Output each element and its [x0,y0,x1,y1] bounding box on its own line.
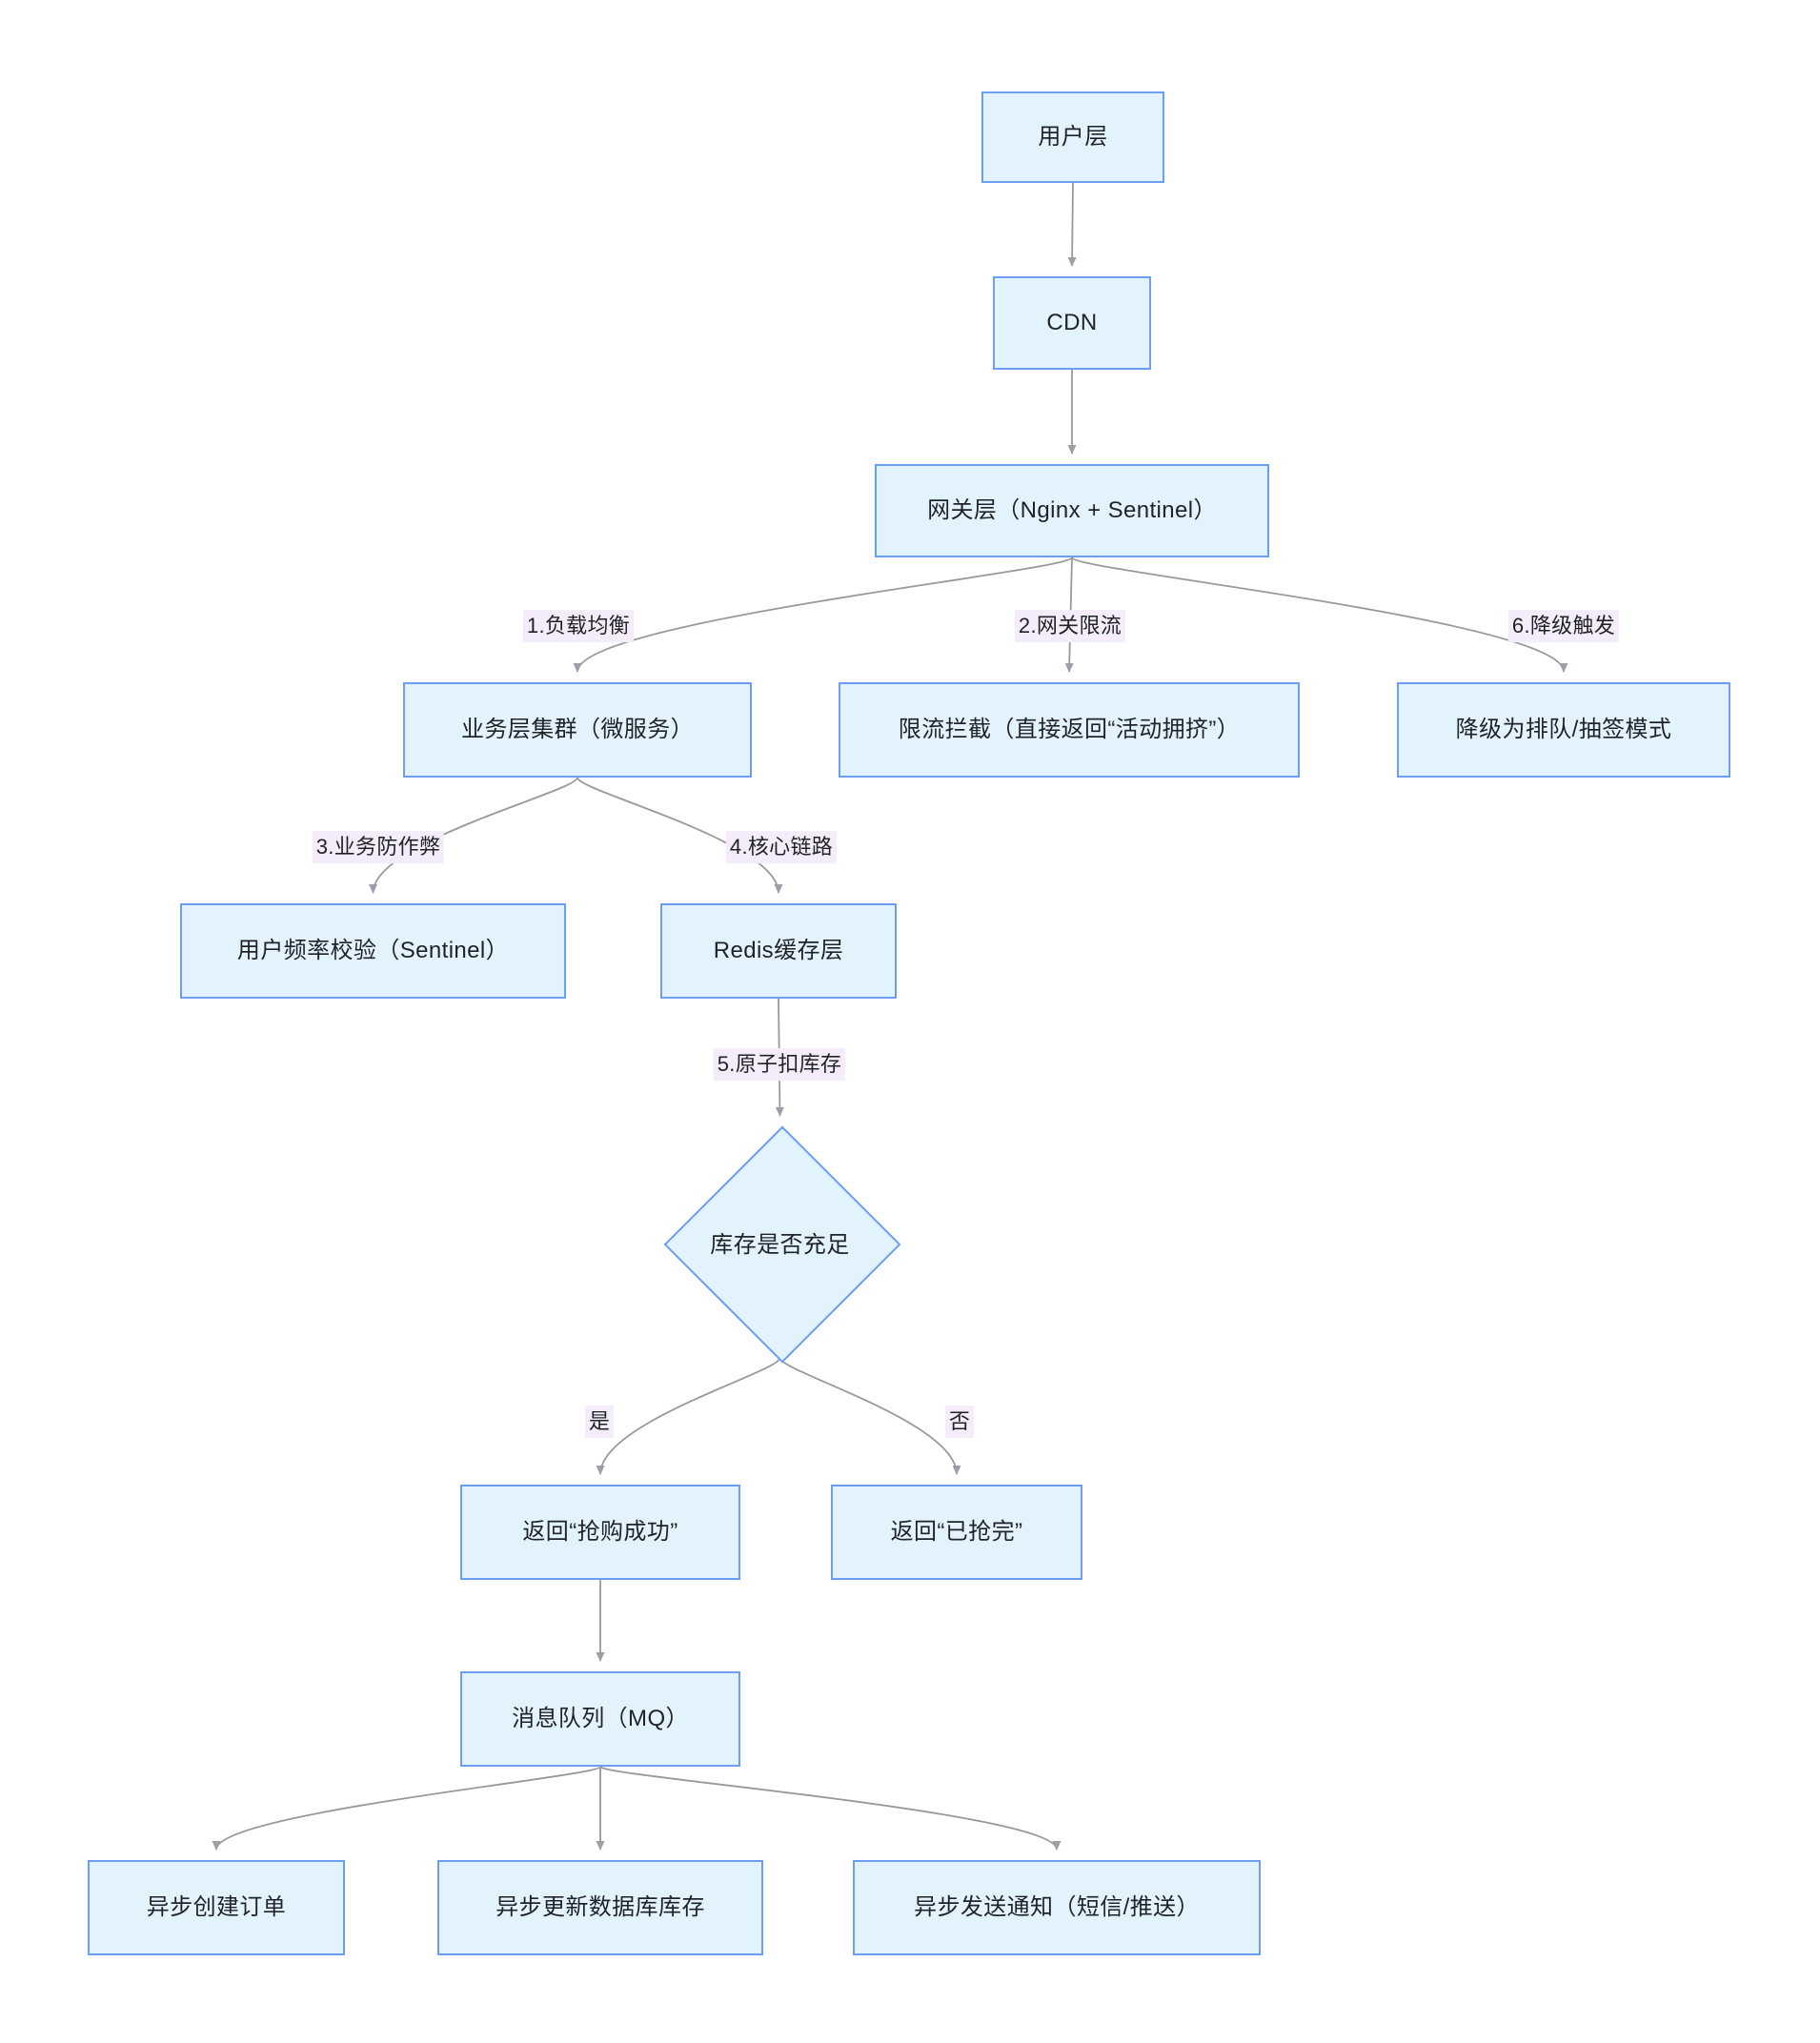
flow-node-label: 返回“抢购成功” [522,1519,678,1546]
flow-node-cdn[interactable]: CDN [993,276,1151,370]
flow-node-ratelimit[interactable]: 限流拦截（直接返回“活动拥挤”） [839,682,1300,778]
flow-node-label: 用户频率校验（Sentinel） [236,938,510,964]
flow-edge-stockcheck-to-success [596,1357,781,1475]
flow-node-label: 降级为排队/抽签模式 [1455,717,1672,743]
flow-edge-stockcheck-to-soldout [779,1357,961,1475]
flow-node-label: 业务层集群（微服务） [461,717,694,743]
flow-edge-mq-to-notify [599,1766,1062,1851]
edge-label-gateway-to-ratelimit: 2.网关限流 [1014,610,1126,642]
edge-label-stockcheck-to-soldout: 否 [944,1406,975,1438]
flow-node-label: 异步更新数据库库存 [495,1894,705,1921]
flow-node-label: 异步创建订单 [146,1894,287,1921]
flow-node-notify[interactable]: 异步发送通知（短信/推送） [853,1860,1261,1955]
edge-label-redis-to-stockcheck: 5.原子扣库存 [713,1048,846,1081]
edge-label-gateway-to-degrade: 6.降级触发 [1507,610,1620,642]
flow-node-soldout[interactable]: 返回“已抢完” [831,1485,1082,1580]
edge-paths [212,182,1568,1851]
edge-label-stockcheck-to-success: 是 [584,1406,615,1438]
edge-label-service-to-freqcheck: 3.业务防作弊 [312,831,445,863]
flow-node-label: Redis缓存层 [713,938,844,964]
flow-node-label: 网关层（Nginx + Sentinel） [927,497,1217,524]
flow-node-label: 用户层 [1038,124,1108,151]
flow-node-success[interactable]: 返回“抢购成功” [460,1485,740,1580]
flow-node-label: 限流拦截（直接返回“活动拥挤”） [898,717,1241,743]
flow-edge-gateway-to-degrade [1071,556,1568,673]
flow-node-freqcheck[interactable]: 用户频率校验（Sentinel） [180,903,566,999]
flow-node-degrade[interactable]: 降级为排队/抽签模式 [1397,682,1730,778]
edge-label-service-to-redis: 4.核心链路 [725,831,838,863]
flow-node-label: 库存是否充足 [710,1232,850,1258]
flow-node-service[interactable]: 业务层集群（微服务） [403,682,752,778]
edge-label-gateway-to-service: 1.负载均衡 [522,610,635,642]
flow-edge-mq-to-createorder [212,1766,601,1851]
flow-edge-gateway-to-service [573,556,1073,673]
flow-node-stockcheck[interactable]: 库存是否充足 [663,1125,900,1363]
flow-node-label: 返回“已抢完” [890,1519,1023,1546]
flow-node-mq[interactable]: 消息队列（MQ） [460,1671,740,1767]
flow-node-label: 消息队列（MQ） [512,1706,689,1732]
flow-node-createorder[interactable]: 异步创建订单 [88,1860,345,1955]
flow-node-gateway[interactable]: 网关层（Nginx + Sentinel） [875,464,1269,557]
flow-node-label: 异步发送通知（短信/推送） [914,1894,1200,1921]
flow-node-label: CDN [1046,310,1098,336]
flow-node-redis[interactable]: Redis缓存层 [660,903,897,999]
flow-node-updatedb[interactable]: 异步更新数据库库存 [437,1860,763,1955]
flow-node-user[interactable]: 用户层 [981,91,1164,183]
flow-edge-user-to-cdn [1067,182,1077,267]
